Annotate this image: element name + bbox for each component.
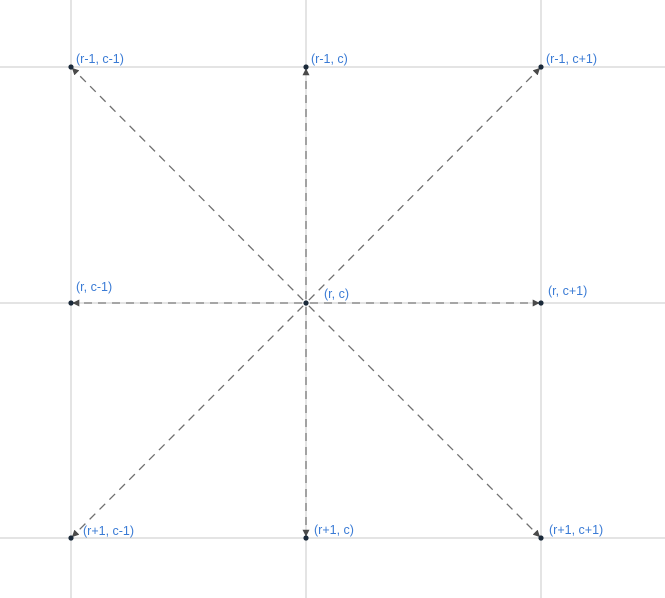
grid-point [303,535,309,541]
point-label: (r-1, c+1) [546,52,597,66]
arrow-to-r+1-c-1 [71,305,304,538]
grid-point [68,64,74,70]
point-label: (r+1, c) [314,523,354,537]
grid-point [68,535,74,541]
grid-point [538,300,544,306]
point-label: (r, c+1) [548,284,587,298]
point-label: (r, c-1) [76,280,112,294]
arrow-to-r-1-c+1 [308,67,541,301]
point-label: (r+1, c+1) [549,523,603,537]
point-label: (r+1, c-1) [83,524,134,538]
arrow-to-r+1-c+1 [308,305,541,538]
direction-arrows [71,67,541,538]
grid-points [68,64,544,541]
center-point [303,300,309,306]
grid-point [538,64,544,70]
arrow-to-r-1-c-1 [71,67,304,301]
point-labels: (r-1, c-1) (r-1, c) (r-1, c+1) (r, c-1) (r, … [76,52,603,538]
grid-point [538,535,544,541]
point-label: (r-1, c) [311,52,348,66]
center-label: (r, c) [324,287,349,301]
grid-point [68,300,74,306]
point-label: (r-1, c-1) [76,52,124,66]
grid-point [303,64,309,70]
